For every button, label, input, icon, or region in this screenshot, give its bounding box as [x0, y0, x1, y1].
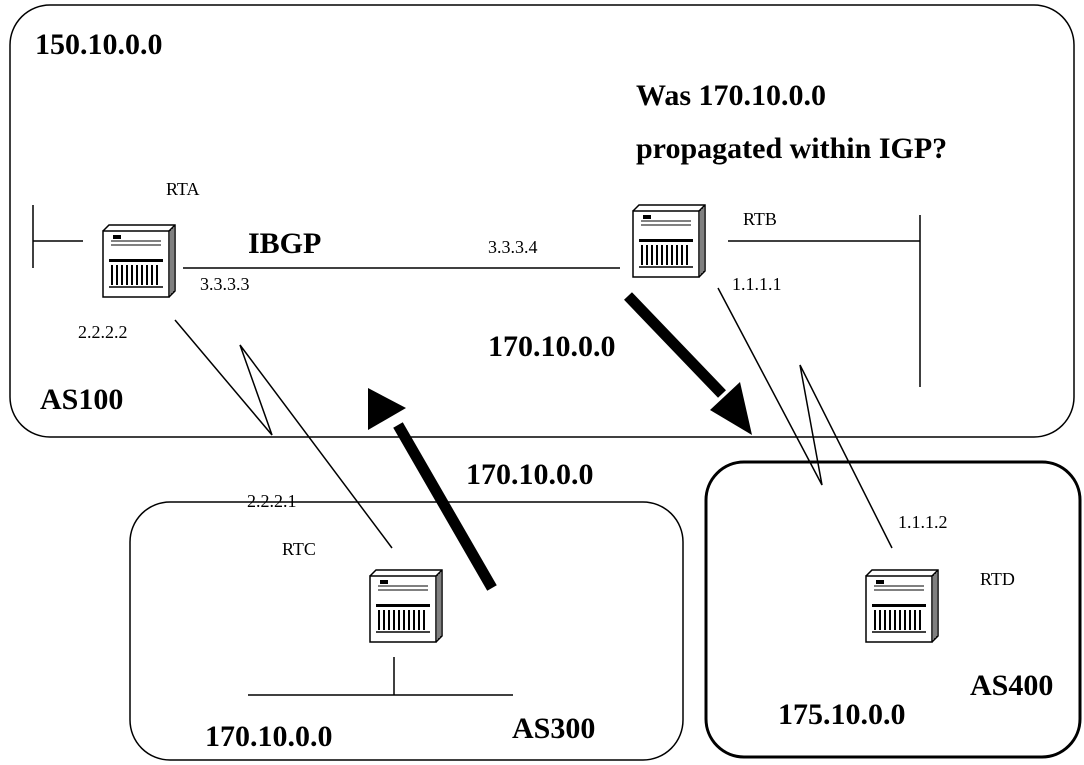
question-line-2: propagated within IGP?: [636, 132, 947, 165]
ibgp-label: IBGP: [248, 227, 321, 260]
advert-rtc-to-rta: 170.10.0.0: [466, 458, 594, 491]
as300-boundary: [129, 501, 684, 761]
router-rta: [102, 224, 176, 298]
rtd-name: RTD: [980, 569, 1015, 589]
rtc-name: RTC: [282, 539, 316, 559]
rtb-name: RTB: [743, 209, 777, 229]
rta-serial-ip: 2.2.2.2: [78, 322, 128, 342]
rtc-serial-ip: 2.2.2.1: [247, 491, 297, 511]
router-rtb: [632, 204, 706, 278]
as400-boundary: [704, 460, 1082, 759]
as400-label: AS400: [970, 669, 1053, 702]
as400-network-label: 175.10.0.0: [778, 698, 906, 731]
as300-label: AS300: [512, 712, 595, 745]
rtb-rtd-serial-link: [717, 287, 893, 549]
rtb-serial-ip: 1.1.1.1: [732, 274, 782, 294]
rtb-ibgp-ip: 3.3.3.4: [488, 237, 538, 257]
advert-rtb-to-rtd: 170.10.0.0: [488, 330, 616, 363]
rta-name: RTA: [166, 179, 199, 199]
as100-network-label: 150.10.0.0: [35, 28, 163, 61]
router-rtd: [865, 569, 939, 643]
rta-rtc-serial-link: [174, 319, 393, 549]
as100-label: AS100: [40, 383, 123, 416]
as300-network-label: 170.10.0.0: [205, 720, 333, 753]
arrow-rtc-to-rta: [368, 388, 497, 591]
router-rtc: [369, 569, 443, 643]
rtd-serial-ip: 1.1.1.2: [898, 512, 948, 532]
rta-ibgp-ip: 3.3.3.3: [200, 274, 250, 294]
arrow-rtb-to-rtd: [624, 292, 752, 435]
question-line-1: Was 170.10.0.0: [636, 79, 826, 112]
as100-boundary: [9, 4, 1075, 438]
